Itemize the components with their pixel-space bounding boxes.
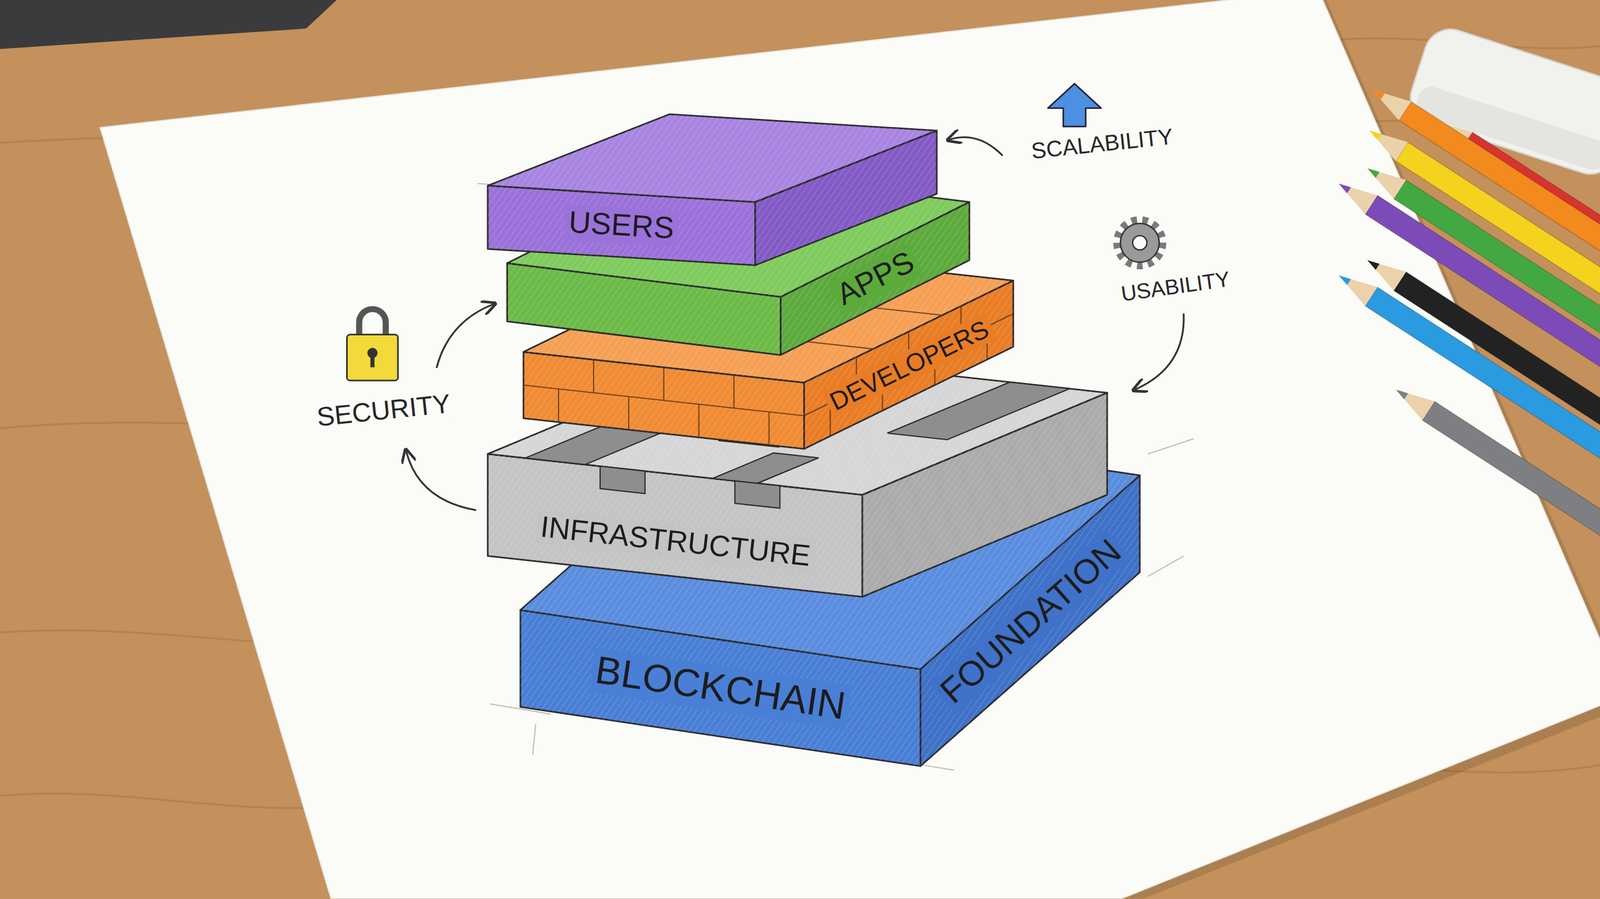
layer-label: USERS: [563, 204, 680, 247]
security-padlock-icon: [347, 309, 399, 381]
brick-line: [661, 284, 942, 315]
slab-outline: [481, 108, 944, 272]
puzzle-notch: [734, 481, 780, 509]
layer-slab: USERS: [481, 108, 944, 272]
usability-gear-icon: [1117, 220, 1163, 266]
label-holder: USERS: [563, 204, 680, 247]
brick-line: [663, 367, 665, 401]
scalability-arrow-icon: [1047, 83, 1102, 127]
scalability-leader: [948, 137, 1003, 156]
brick-line: [768, 412, 770, 446]
paper-sheet: [100, 0, 1600, 899]
brick-line: [698, 404, 700, 438]
brick-line: [592, 318, 873, 349]
pencil-hatching: [487, 114, 937, 202]
puzzle-notch: [525, 412, 696, 465]
laptop-edge: [0, 0, 337, 50]
puzzle-notch: [712, 453, 819, 484]
security-leader-in: [406, 450, 476, 510]
brick-line: [557, 389, 560, 423]
security-leader-out: [436, 303, 495, 368]
brick-line: [733, 375, 735, 409]
pencil-hatching: [487, 351, 1108, 495]
puzzle-notch: [887, 382, 1070, 440]
brick-line: [628, 396, 630, 431]
colored-pencils: [1332, 80, 1600, 776]
usability-leader: [1134, 314, 1184, 390]
puzzle-notch: [600, 466, 646, 495]
puzzle-notch: [718, 389, 901, 447]
brick-line: [593, 359, 595, 393]
